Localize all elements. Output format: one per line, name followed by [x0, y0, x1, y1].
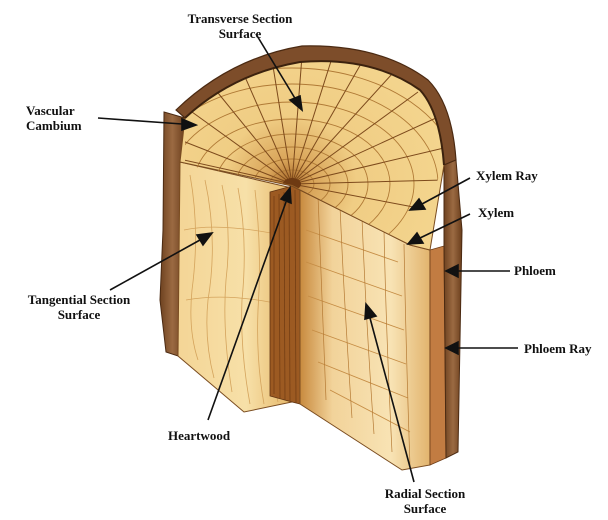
label-phloem: Phloem — [514, 263, 556, 278]
label-heartwood: Heartwood — [168, 428, 230, 443]
label-tangential-section: Tangential Section Surface — [4, 292, 154, 322]
label-phloem-ray: Phloem Ray — [524, 341, 592, 356]
label-radial-line1: Radial Section — [360, 486, 490, 501]
phloem-strip — [430, 246, 446, 465]
bark-right — [444, 160, 462, 458]
label-radial-section: Radial Section Surface — [360, 486, 490, 516]
label-tangential-line2: Surface — [4, 307, 154, 322]
label-vascular-cambium: Vascular Cambium — [26, 103, 82, 133]
label-xylem-ray: Xylem Ray — [476, 168, 538, 183]
label-radial-line2: Surface — [360, 501, 490, 516]
label-transverse-section: Transverse Section Surface — [160, 11, 320, 41]
label-transverse-line1: Transverse Section — [160, 11, 320, 26]
label-xylem: Xylem — [478, 205, 514, 220]
label-cambium-line2: Cambium — [26, 118, 82, 133]
label-transverse-line2: Surface — [160, 26, 320, 41]
label-cambium-line1: Vascular — [26, 103, 82, 118]
label-tangential-line1: Tangential Section — [4, 292, 154, 307]
